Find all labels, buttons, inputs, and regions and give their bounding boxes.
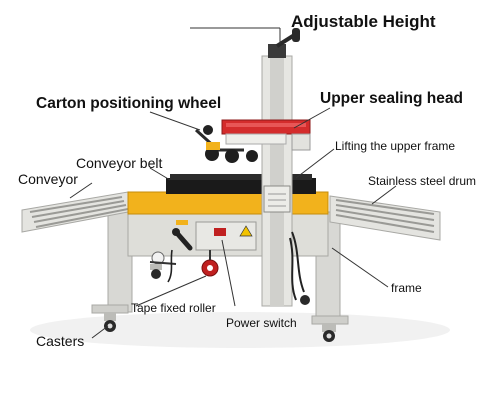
conveyor-belt — [166, 178, 316, 194]
leader-conveyor-belt — [149, 167, 171, 181]
caster-left-front — [104, 313, 116, 332]
label-power-switch: Power switch — [226, 316, 297, 330]
label-casters: Casters — [36, 333, 85, 349]
caster-left-rear — [150, 264, 162, 279]
caster-right-front — [322, 324, 336, 342]
leader-sealing-head — [293, 107, 331, 129]
crank-handle — [172, 228, 193, 251]
caster-right-rear — [300, 295, 310, 305]
control-panel — [176, 220, 257, 251]
main-body — [127, 174, 329, 257]
leader-lifting-frame — [295, 148, 335, 179]
leader-conveyor — [69, 182, 93, 199]
leader-tape-roller — [135, 275, 207, 307]
adjustable-height-crank — [268, 28, 300, 58]
tape-fixed-roller — [201, 250, 219, 277]
label-plate — [263, 185, 291, 213]
leader-carton-wheel — [149, 111, 201, 131]
label-stainless-steel-drum: Stainless steel drum — [368, 174, 477, 188]
leader-frame — [331, 247, 389, 288]
leader-steel-drum — [371, 185, 397, 205]
vertical-column — [261, 55, 305, 307]
label-conveyor-belt: Conveyor belt — [76, 155, 163, 171]
stainless-steel-drum — [329, 195, 441, 241]
leader-power-switch — [221, 239, 236, 307]
leader-lines — [69, 27, 397, 339]
label-tape-fixed-roller: Tape fixed roller — [131, 301, 216, 315]
label-lifting-upper-frame: Lifting the upper frame — [335, 139, 456, 153]
power-switch-button — [214, 228, 226, 236]
left-leg — [91, 207, 133, 314]
conveyor-belt-housing — [127, 191, 329, 215]
upper-sealing-head — [221, 119, 311, 151]
warning-sign-icon — [239, 225, 253, 237]
leader-casters — [91, 325, 109, 339]
label-carton-positioning-wheel: Carton positioning wheel — [36, 95, 222, 112]
label-frame: frame — [391, 281, 422, 295]
label-adjustable-height: Adjustable Height — [291, 12, 436, 31]
carton-positioning-wheel — [194, 125, 258, 163]
lower-tape-reel — [149, 249, 177, 283]
label-conveyor: Conveyor — [18, 171, 78, 187]
label-upper-sealing-head: Upper sealing head — [320, 90, 463, 107]
